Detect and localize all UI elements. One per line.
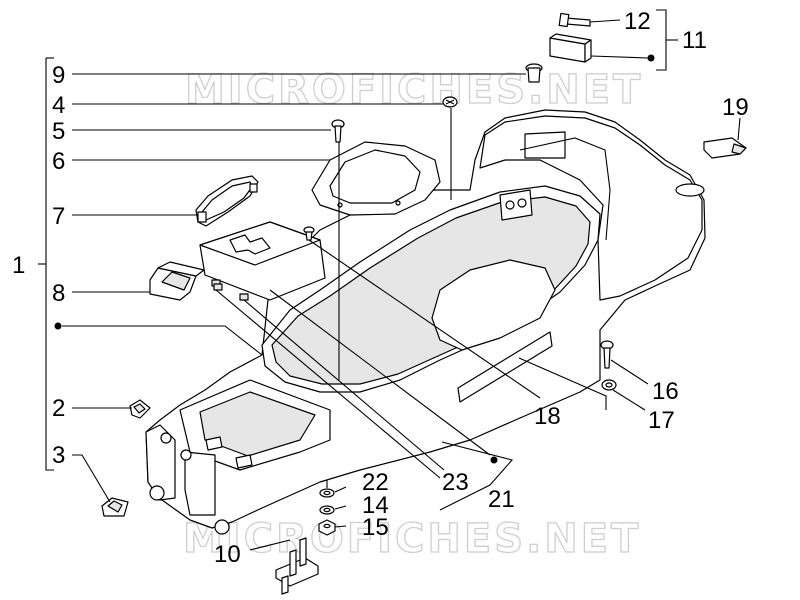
part-8-bracket — [149, 261, 205, 301]
callout-4: 4 — [52, 92, 65, 119]
part-19-cap — [703, 137, 747, 159]
part-4-screw — [442, 96, 458, 108]
part-7-gasket — [195, 175, 259, 227]
part-15-nut — [318, 519, 336, 536]
callout-17: 17 — [648, 407, 675, 434]
part-12-pin — [558, 12, 591, 28]
callout-10: 10 — [214, 541, 241, 568]
part-17-washer — [601, 379, 617, 391]
callout-22: 22 — [362, 469, 389, 496]
part-22-washer — [319, 488, 335, 498]
callout-19: 19 — [722, 94, 749, 121]
part-10-stud-bracket — [275, 537, 319, 595]
callout-14: 14 — [362, 492, 389, 519]
leader-lines — [38, 9, 741, 551]
underseat-body-part — [145, 109, 706, 535]
part-3-clip — [101, 497, 129, 517]
callout-15: 15 — [362, 514, 389, 541]
part-14-washer — [319, 505, 335, 515]
part-11-cover — [549, 33, 592, 63]
callout-23: 23 — [442, 469, 469, 496]
callout-labels: 1 2 3 4 5 6 7 8 9 10 11 12 14 15 16 17 1… — [12, 8, 749, 568]
part-5-screw — [331, 119, 345, 143]
callout-1: 1 — [12, 252, 25, 279]
callout-12: 12 — [624, 8, 651, 35]
callout-2: 2 — [52, 395, 65, 422]
callout-6: 6 — [52, 148, 65, 175]
part-screw-small — [303, 226, 315, 241]
callout-9: 9 — [52, 62, 65, 89]
callout-16: 16 — [652, 378, 679, 405]
part-18-box — [199, 221, 326, 301]
watermark-bottom: MICROFICHES.NET — [183, 516, 641, 562]
part-9-grommet — [525, 63, 543, 83]
callout-8: 8 — [52, 280, 65, 307]
callout-5: 5 — [52, 118, 65, 145]
callout-21: 21 — [488, 486, 515, 513]
callout-18: 18 — [534, 403, 561, 430]
callout-3: 3 — [52, 442, 65, 469]
callout-11: 11 — [682, 27, 707, 54]
part-16-screw — [600, 340, 614, 369]
callout-7: 7 — [52, 203, 65, 230]
part-6-lid — [311, 141, 441, 216]
part-2-clip — [129, 399, 151, 419]
